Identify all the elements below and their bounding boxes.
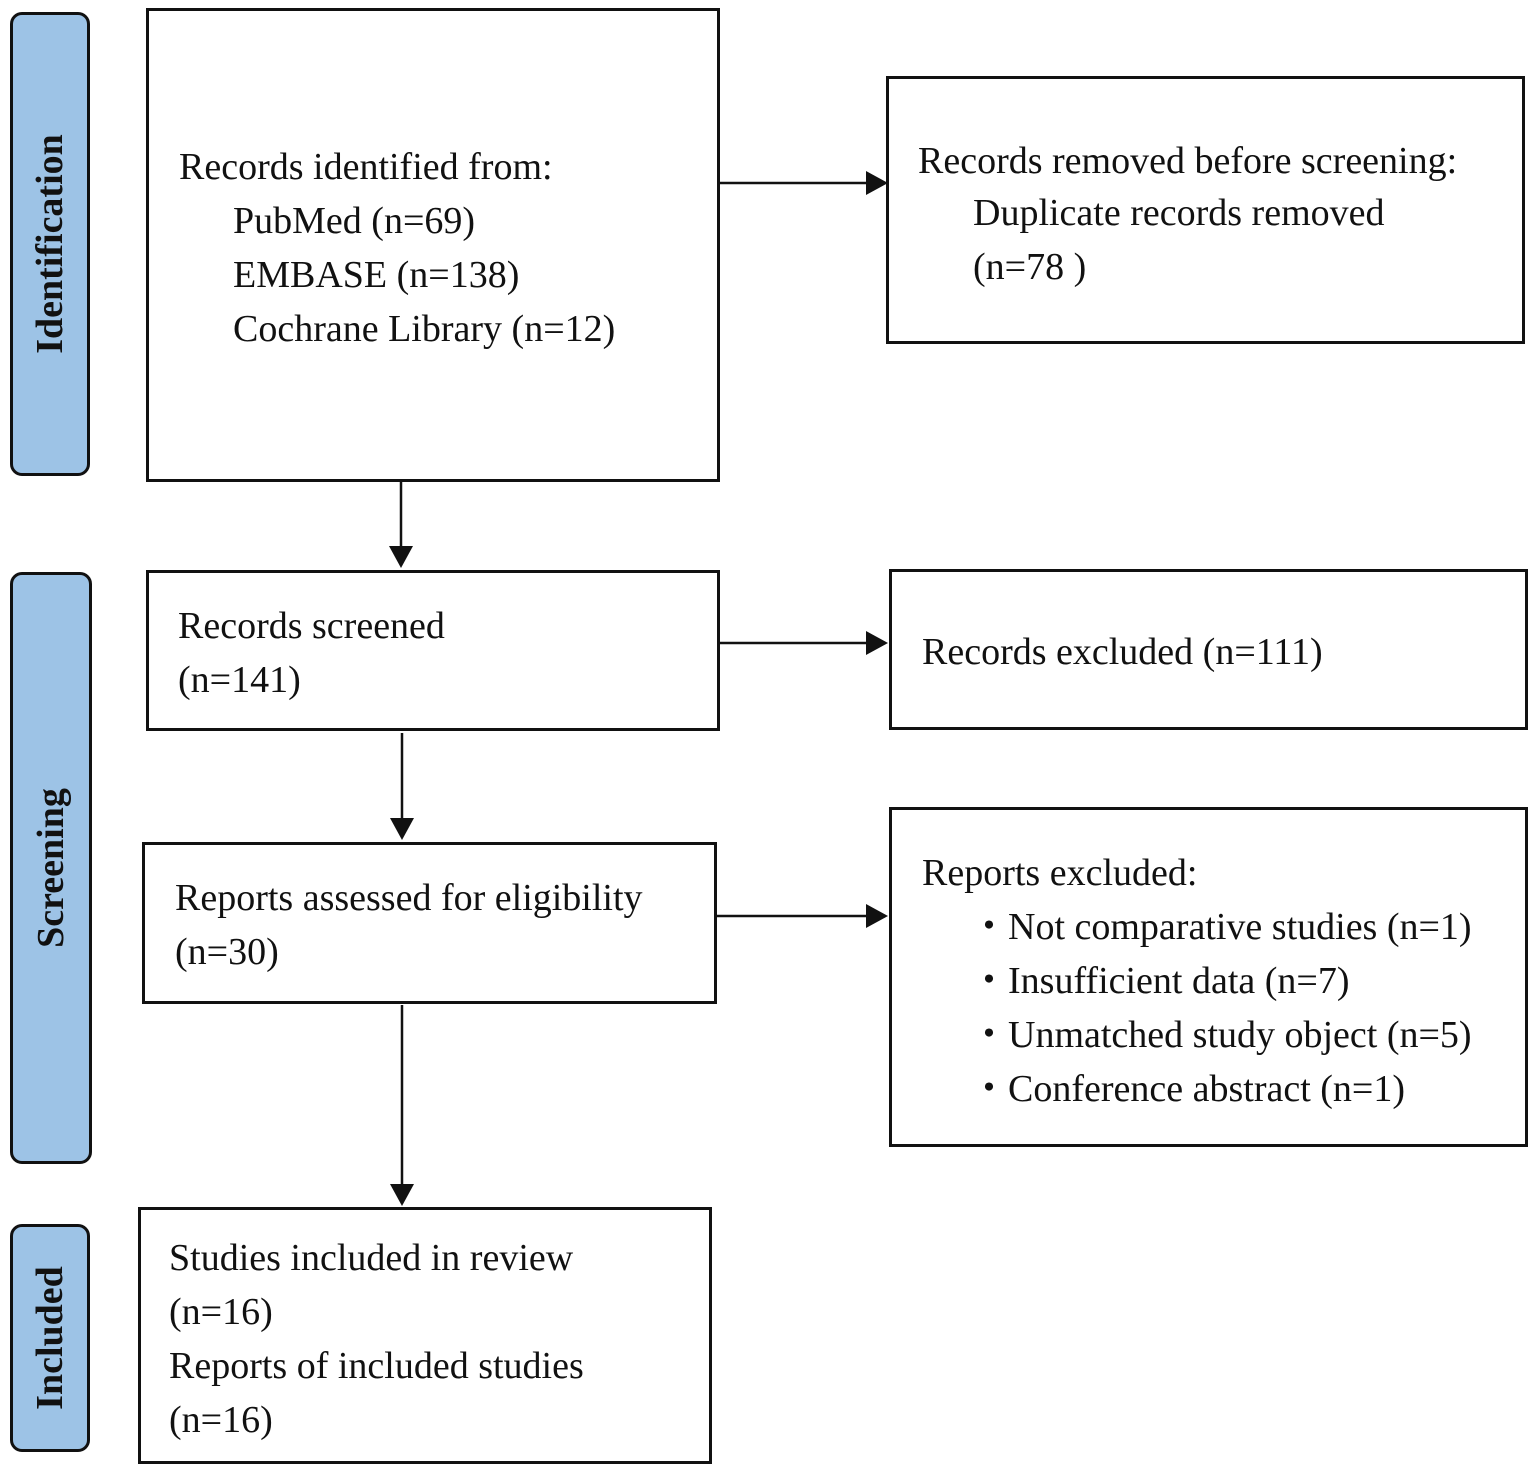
arrowhead-right — [866, 171, 888, 195]
arrowhead-down — [390, 818, 414, 840]
source-cochrane: Cochrane Library (n=12) — [233, 308, 616, 350]
records-identified-heading: Records identified from: — [179, 146, 553, 188]
exclusion-reason-item: ・Conference abstract (n=1) — [970, 1068, 1406, 1110]
stage-identification: Identification — [10, 12, 90, 476]
exclusion-reason-item: ・Unmatched study object (n=5) — [970, 1014, 1472, 1056]
exclusion-reason-item: ・Not comparative studies (n=1) — [970, 906, 1472, 948]
studies-included-count: (n=16) — [169, 1291, 273, 1333]
records-removed-box: Records removed before screening: Duplic… — [886, 76, 1525, 344]
reports-included-label: Reports of included studies — [169, 1345, 584, 1387]
records-excluded-label: Records excluded (n=111) — [922, 631, 1323, 673]
records-screened-count: (n=141) — [178, 659, 301, 701]
studies-included-label: Studies included in review — [169, 1237, 574, 1279]
records-excluded-box: Records excluded (n=111) — [889, 569, 1528, 730]
exclusion-reason-item: ・Insufficient data (n=7) — [970, 960, 1350, 1002]
arrowhead-right — [866, 904, 888, 928]
arrowhead-down — [389, 546, 413, 568]
arrowhead-right — [866, 631, 888, 655]
duplicates-removed-count: (n=78 ) — [973, 246, 1087, 288]
reports-excluded-heading: Reports excluded: — [922, 852, 1198, 894]
records-screened-box: Records screened (n=141) — [146, 570, 720, 731]
reports-assessed-count: (n=30) — [175, 931, 279, 973]
records-identified-box: Records identified from: PubMed (n=69) E… — [146, 8, 720, 482]
stage-included: Included — [10, 1224, 90, 1452]
reports-assessed-box: Reports assessed for eligibility (n=30) — [142, 842, 717, 1004]
source-embase: EMBASE (n=138) — [233, 254, 520, 296]
reports-assessed-label: Reports assessed for eligibility — [175, 877, 643, 919]
records-removed-heading: Records removed before screening: — [918, 140, 1458, 182]
studies-included-box: Studies included in review (n=16) Report… — [138, 1207, 712, 1464]
stage-screening: Screening — [10, 572, 92, 1164]
reports-excluded-box: Reports excluded: ・Not comparative studi… — [889, 807, 1528, 1147]
arrowhead-down — [390, 1184, 414, 1206]
records-screened-label: Records screened — [178, 605, 445, 647]
duplicates-removed-label: Duplicate records removed — [973, 192, 1385, 234]
source-pubmed: PubMed (n=69) — [233, 200, 476, 242]
reports-included-count: (n=16) — [169, 1399, 273, 1441]
